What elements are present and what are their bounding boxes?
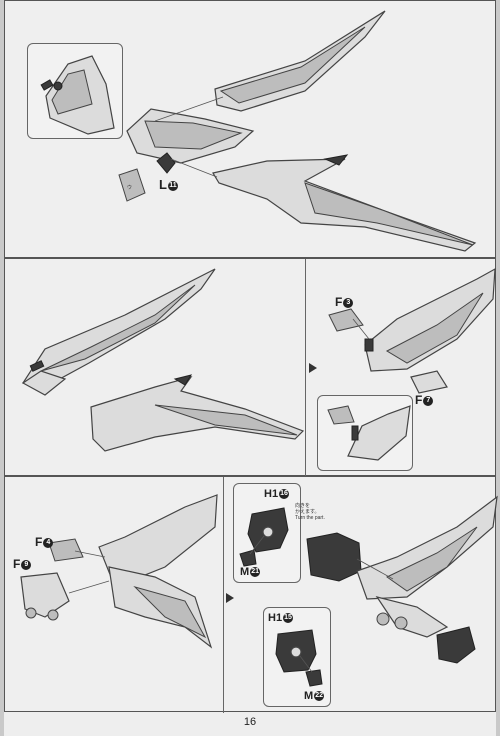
note-turn-en: Turn the part. [295, 515, 325, 521]
step-1-detail-inset [27, 43, 123, 139]
step-2-left-illustration [21, 268, 305, 452]
armor-illustration-1 [239, 507, 289, 567]
step-1-illustration [118, 10, 477, 252]
divider-2 [223, 477, 224, 713]
note-turn-jp-1: 向きを [295, 503, 311, 509]
step-arrow-2 [226, 593, 234, 603]
part-mark: ウ [127, 185, 133, 191]
divider [305, 259, 306, 477]
page-number: 16 [243, 716, 257, 728]
detail-illustration [40, 55, 115, 135]
step-3-left-illustration [20, 494, 218, 649]
armor-illustration-2 [275, 629, 323, 687]
step-arrow [309, 363, 317, 373]
step-3-right-illustration [306, 495, 498, 664]
step-2-right-illustration [328, 267, 496, 394]
detail-illustration-2 [327, 405, 411, 461]
note-turn-jp-2: かえます。 [295, 509, 320, 515]
step-2-detail-inset [317, 395, 413, 471]
